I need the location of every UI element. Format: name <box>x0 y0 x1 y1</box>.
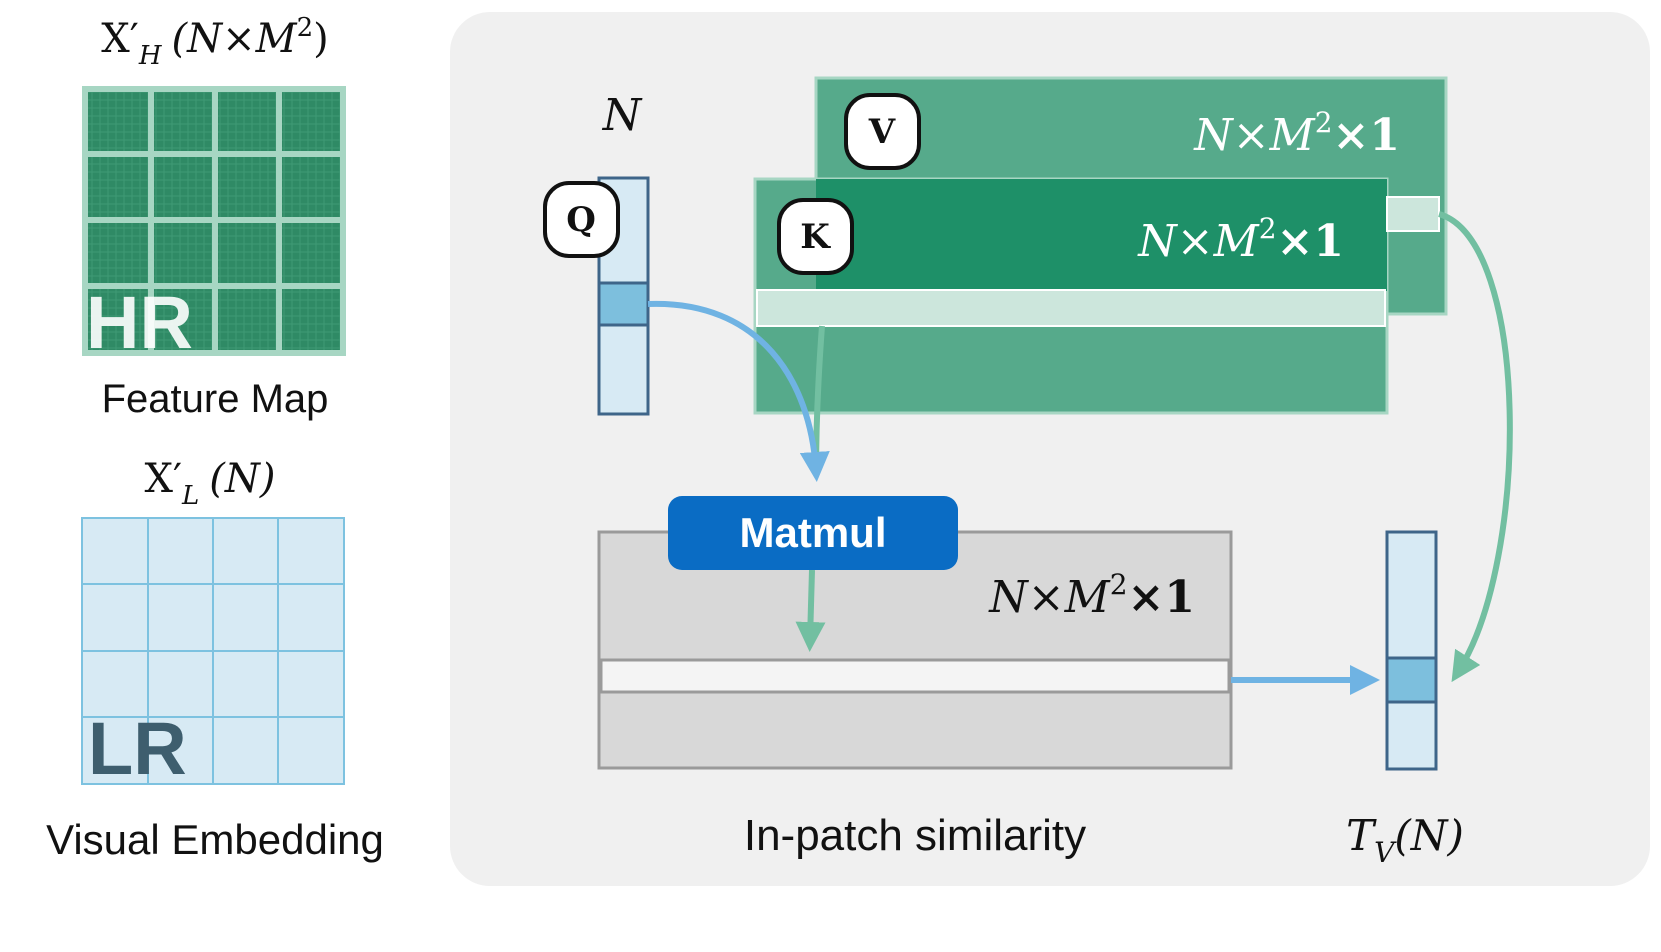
hr-feature-map-grid <box>82 86 346 356</box>
k-dims: N×M2×1 <box>1137 212 1344 267</box>
matmul-to-similarity-arrow <box>795 569 826 652</box>
similarity-caption: In-patch similarity <box>744 811 1086 860</box>
k-selected-row <box>756 289 1386 327</box>
v-label: V <box>868 112 896 152</box>
k-block-highlight <box>816 179 1387 291</box>
sim-dims: N×M2×1 <box>988 568 1195 623</box>
output-selected-cell <box>1385 656 1438 704</box>
hr-title: X′H(N×M2) <box>101 13 328 71</box>
matmul-badge: Matmul <box>668 496 958 570</box>
q-vector <box>597 176 650 416</box>
k-label-node: K <box>777 198 854 275</box>
matmul-label: Matmul <box>740 509 887 556</box>
similarity-matrix <box>597 530 1233 770</box>
output-label: TV(N) <box>1346 811 1464 869</box>
lr-caption: Visual Embedding <box>46 816 384 863</box>
hr-badge: HR <box>86 281 193 364</box>
v-label-node: V <box>844 93 921 170</box>
similarity-selected-row <box>599 658 1231 694</box>
q-label-node: Q <box>543 181 620 258</box>
n-label: N <box>602 90 643 141</box>
lr-embedding-grid <box>81 517 345 785</box>
lr-badge: LR <box>88 707 187 790</box>
output-vector <box>1385 530 1438 771</box>
v-dims: N×M2×1 <box>1193 106 1400 161</box>
q-label: Q <box>566 200 596 240</box>
lr-title: X′L(N) <box>144 456 275 511</box>
q-selected-cell <box>597 281 650 327</box>
v-selected-row <box>1386 196 1440 232</box>
hr-caption: Feature Map <box>102 377 329 421</box>
q-to-matmul-arrow <box>647 300 830 482</box>
v-to-output-arrow <box>1438 211 1513 683</box>
k-label: K <box>800 217 831 257</box>
